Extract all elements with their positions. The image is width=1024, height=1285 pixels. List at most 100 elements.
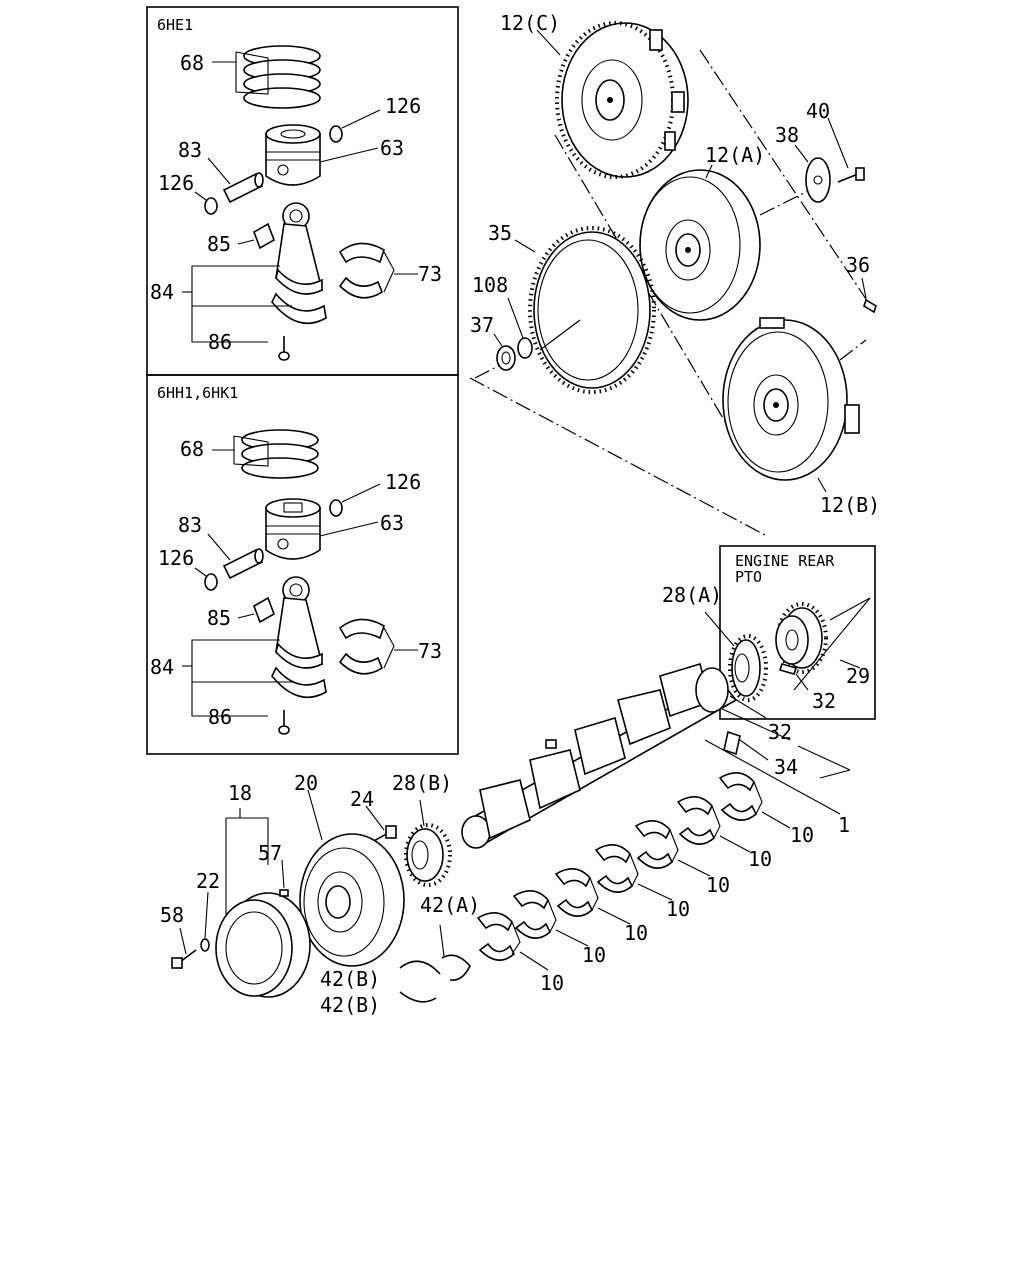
o-ring [517,337,533,359]
pto-title-1: ENGINE REAR [735,552,835,570]
label-main-bearing: 10 [790,823,814,847]
piston-pin [222,548,264,580]
inset-6he1: 6HE1 68 63 126 83 [146,6,459,376]
flywheel-b [722,317,860,481]
washer [200,938,210,952]
label-timing-gear-a: 28(A) [662,583,722,607]
piston-rings [241,429,319,479]
alignment-line [759,189,811,216]
bearing-shells [338,242,385,299]
bushing [253,596,275,624]
label-timing-gear-b: 28(B) [392,771,452,795]
label-main-bearing: 10 [624,921,648,945]
label-bolt: 24 [350,787,374,811]
label-seals: 34 [774,755,798,779]
label-bushing: 85 [207,606,231,630]
bolt [371,825,397,843]
label-clip-left: 126 [158,171,194,195]
pto-gear [775,602,828,674]
bushing [253,222,275,250]
circlip [329,125,343,143]
inset-title: 6HE1 [157,16,193,34]
label-flywheel-bolt: 40 [806,99,830,123]
label-main-bearing: 10 [582,943,606,967]
crank-pin [723,730,741,756]
pto-frame [719,545,876,720]
plate [805,157,831,203]
label-pin: 83 [178,138,202,162]
label-rod: 84 [150,280,174,304]
label-damper: 20 [294,771,318,795]
label-crankshaft: 1 [838,813,850,837]
label-flywheel-c: 12(C) [500,11,560,35]
piston-rings [243,45,321,109]
label-key: 57 [258,841,282,865]
label-clip-top: 126 [385,470,421,494]
label-rings: 68 [180,437,204,461]
bearing-shells [338,618,385,675]
pto-title-2: PTO [735,568,762,586]
pto-inset: ENGINE REAR PTO 29 32 [719,545,876,720]
rod-cap [271,292,327,325]
label-main-bearing: 10 [666,897,690,921]
label-crank-pin: 32 [768,720,792,744]
label-pilot-bearing: 37 [470,313,494,337]
label-o-ring: 108 [472,273,508,297]
main-bearings: 10 10 10 10 10 10 10 [476,772,814,995]
label-main-bearing: 10 [748,847,772,871]
rod-bolt [278,710,290,735]
label-flywheel-b: 12(B) [820,493,880,517]
label-pulley-bolt: 58 [160,903,184,927]
label-bushing: 85 [207,232,231,256]
pulley [215,892,311,998]
circlip [204,197,218,215]
label-bearing: 73 [418,262,442,286]
circlip [329,499,343,517]
rod-cap [271,666,327,699]
label-pin: 83 [178,513,202,537]
label-thrust-b1: 42(B) [320,967,380,991]
label-piston: 63 [380,136,404,160]
label-washer: 22 [196,869,220,893]
ring-gear [528,226,656,394]
thrust-washer-b [399,960,441,975]
label-piston: 63 [380,511,404,535]
crankshaft [461,662,738,849]
flywheel-c [555,21,689,179]
label-rod: 84 [150,655,174,679]
label-main-bearing: 10 [706,873,730,897]
inset-title: 6HH1,6HK1 [157,384,238,402]
label-pto-gear: 29 [846,664,870,688]
label-rod-bolt: 86 [208,330,232,354]
label-flywheel-a: 12(A) [705,143,765,167]
alignment-line [839,339,867,361]
label-rings: 68 [180,51,204,75]
label-clip-top: 126 [385,94,421,118]
piston [265,124,321,186]
rod-bolt [278,336,290,361]
pilot-bearing [496,345,516,371]
inset-frame [146,374,459,755]
label-thrust-a: 42(A) [420,893,480,917]
flywheel-bolt [837,167,865,183]
damper [299,833,405,967]
piston-pin [222,172,264,204]
alignment-line [699,49,871,306]
label-clip-left: 126 [158,546,194,570]
piston [265,498,321,560]
flywheel-a [639,169,761,321]
label-ring-gear: 35 [488,221,512,245]
label-dowel: 36 [846,253,870,277]
thrust-washer-a [441,954,471,982]
pto-pin [778,663,798,675]
label-rod-bolt: 86 [208,705,232,729]
timing-gear-b [404,823,452,887]
label-pto-pin: 32 [812,689,836,713]
inset-6hh1: 6HH1,6HK1 68 63 126 83 126 [146,374,459,755]
thrust-washer-b [399,991,437,1003]
circlip [204,573,218,591]
key [279,889,289,897]
alignment-line [469,377,766,536]
